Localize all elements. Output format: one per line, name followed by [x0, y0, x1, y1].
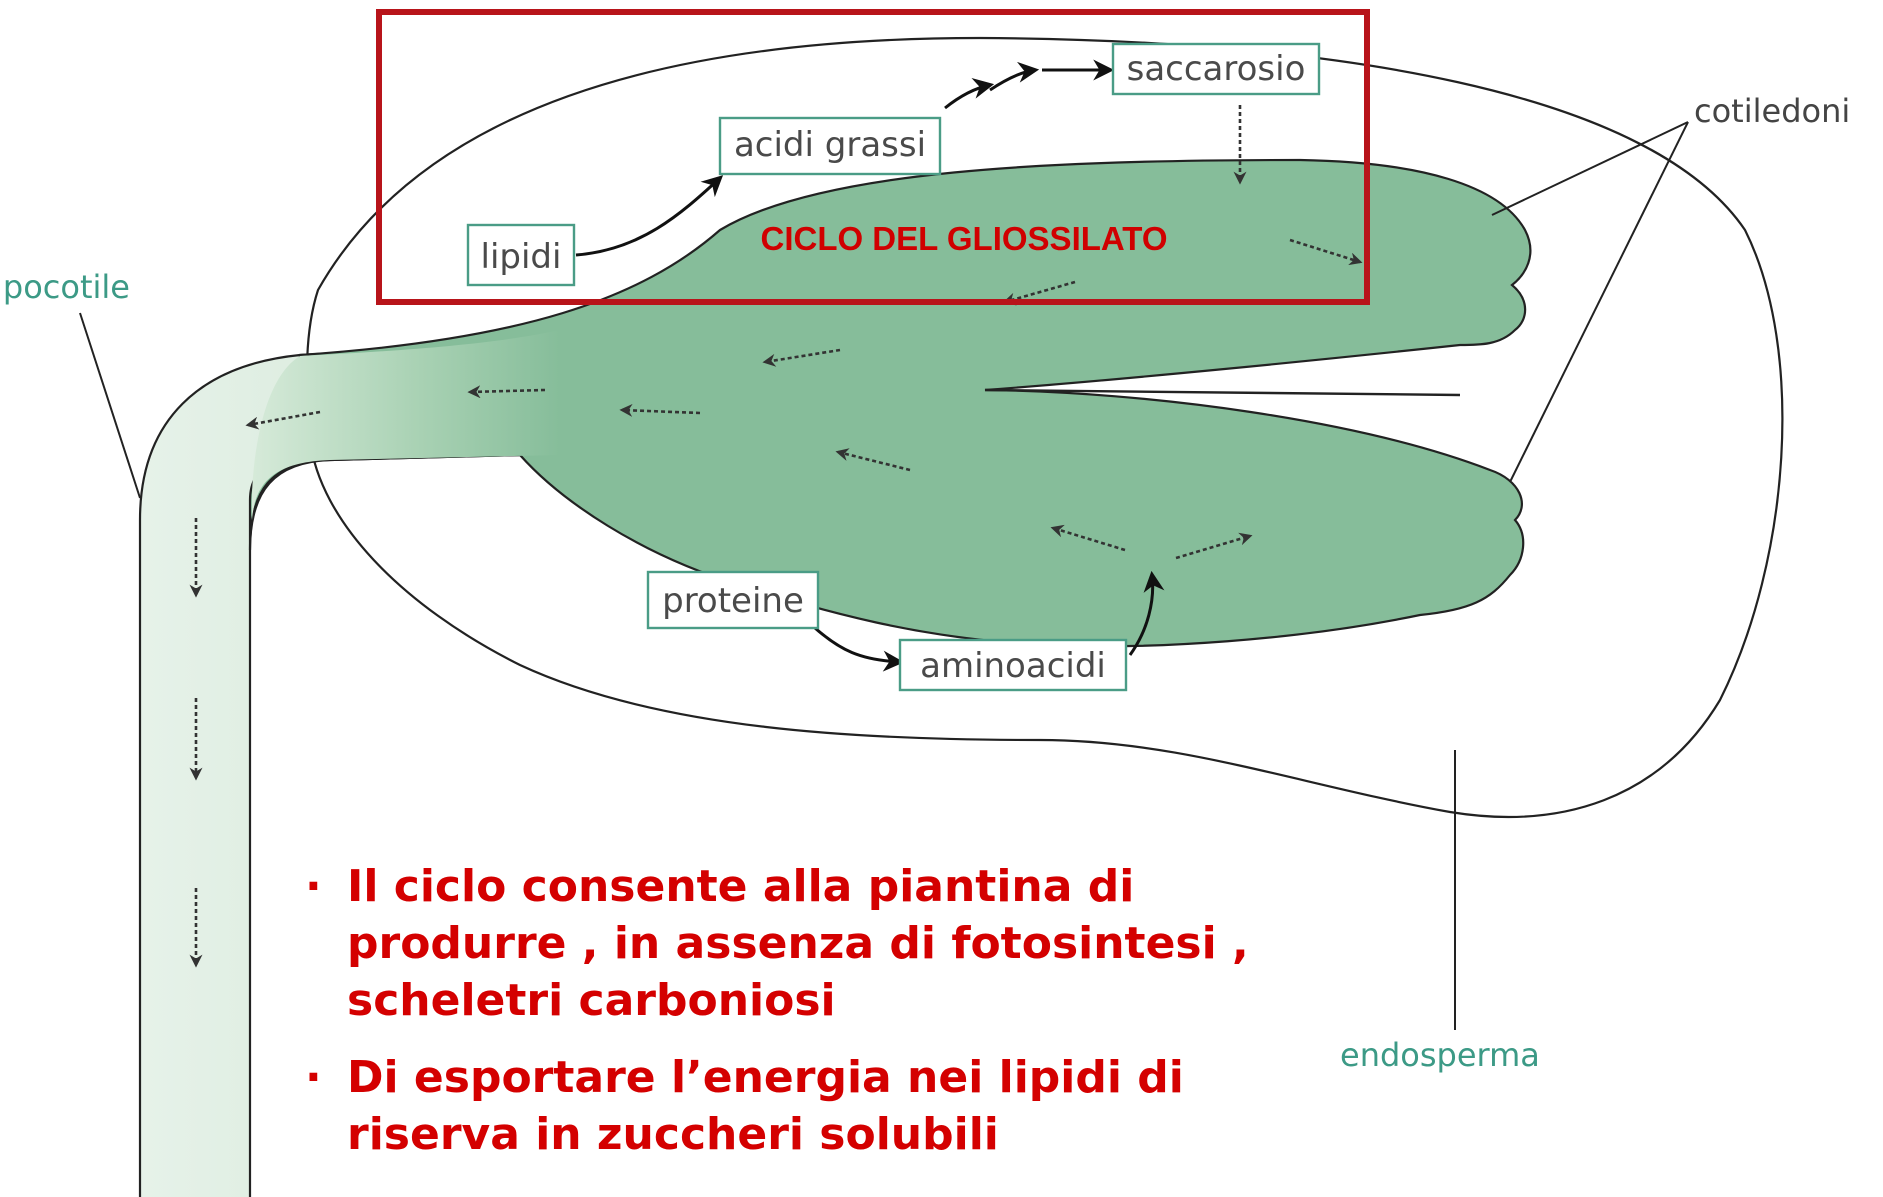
metabolic-arrows: [575, 59, 1165, 672]
label-cotiledoni: cotiledoni: [1694, 92, 1850, 130]
arrow-acidi-grassi-chain-1: [944, 78, 995, 110]
cotyledon-split-line: [984, 388, 1461, 397]
transport-arrow: [619, 403, 701, 417]
arrow-proteine-to-aminoacidi: [814, 626, 905, 672]
transport-arrow: [762, 348, 841, 367]
box-saccarosio-label: saccarosio: [1127, 49, 1306, 89]
bullet-dot: ·: [305, 1052, 322, 1103]
transport-arrow: [1175, 532, 1253, 560]
bullet-text: Il ciclo consente alla piantina di produ…: [347, 861, 1249, 1026]
bullet-item: · Di esportare l’energia nei lipidi di r…: [305, 1049, 1295, 1163]
bullet-dot: ·: [305, 861, 322, 912]
label-endosperma: endosperma: [1340, 1036, 1540, 1074]
bullet-item: · Il ciclo consente alla piantina di pro…: [305, 858, 1295, 1029]
transport-arrow: [467, 385, 546, 399]
transport-arrow: [1002, 280, 1076, 306]
box-aminoacidi: aminoacidi: [898, 638, 1128, 692]
box-acidi-grassi-label: acidi grassi: [734, 125, 926, 165]
hypocotyl-stem: [140, 345, 520, 1197]
arrow-lipidi-to-acidi-grassi: [575, 175, 724, 257]
bullet-list: · Il ciclo consente alla piantina di pro…: [305, 858, 1295, 1197]
hypocotyl-outline-outer: [138, 343, 471, 1197]
transport-arrow: [245, 410, 321, 430]
arrow-aminoacidi-up: [1128, 570, 1165, 656]
endosperm-outline: [305, 36, 1784, 818]
arrow-acidi-grassi-chain-2: [989, 61, 1040, 92]
pointer-lines: [79, 121, 1689, 1030]
transport-arrow: [1050, 524, 1126, 552]
bullet-text: Di esportare l’energia nei lipidi di ris…: [347, 1052, 1184, 1160]
transport-arrow: [835, 448, 911, 472]
box-lipidi: lipidi: [466, 223, 576, 287]
box-lipidi-label: lipidi: [481, 237, 562, 277]
box-saccarosio: saccarosio: [1111, 42, 1321, 96]
cotyledon-neck-gradient: [251, 330, 560, 520]
cycle-title: CICLO DEL GLIOSSILATO: [760, 220, 1167, 257]
transport-arrow: [1289, 238, 1363, 266]
glyoxylate-cycle-frame: [376, 9, 1370, 305]
box-aminoacidi-label: aminoacidi: [920, 646, 1106, 686]
transport-arrows: [189, 105, 1363, 968]
label-ipocotile: ipocotile: [0, 268, 130, 306]
box-proteine: proteine: [646, 570, 820, 630]
box-proteine-label: proteine: [662, 581, 804, 621]
box-acidi-grassi: acidi grassi: [718, 116, 942, 176]
